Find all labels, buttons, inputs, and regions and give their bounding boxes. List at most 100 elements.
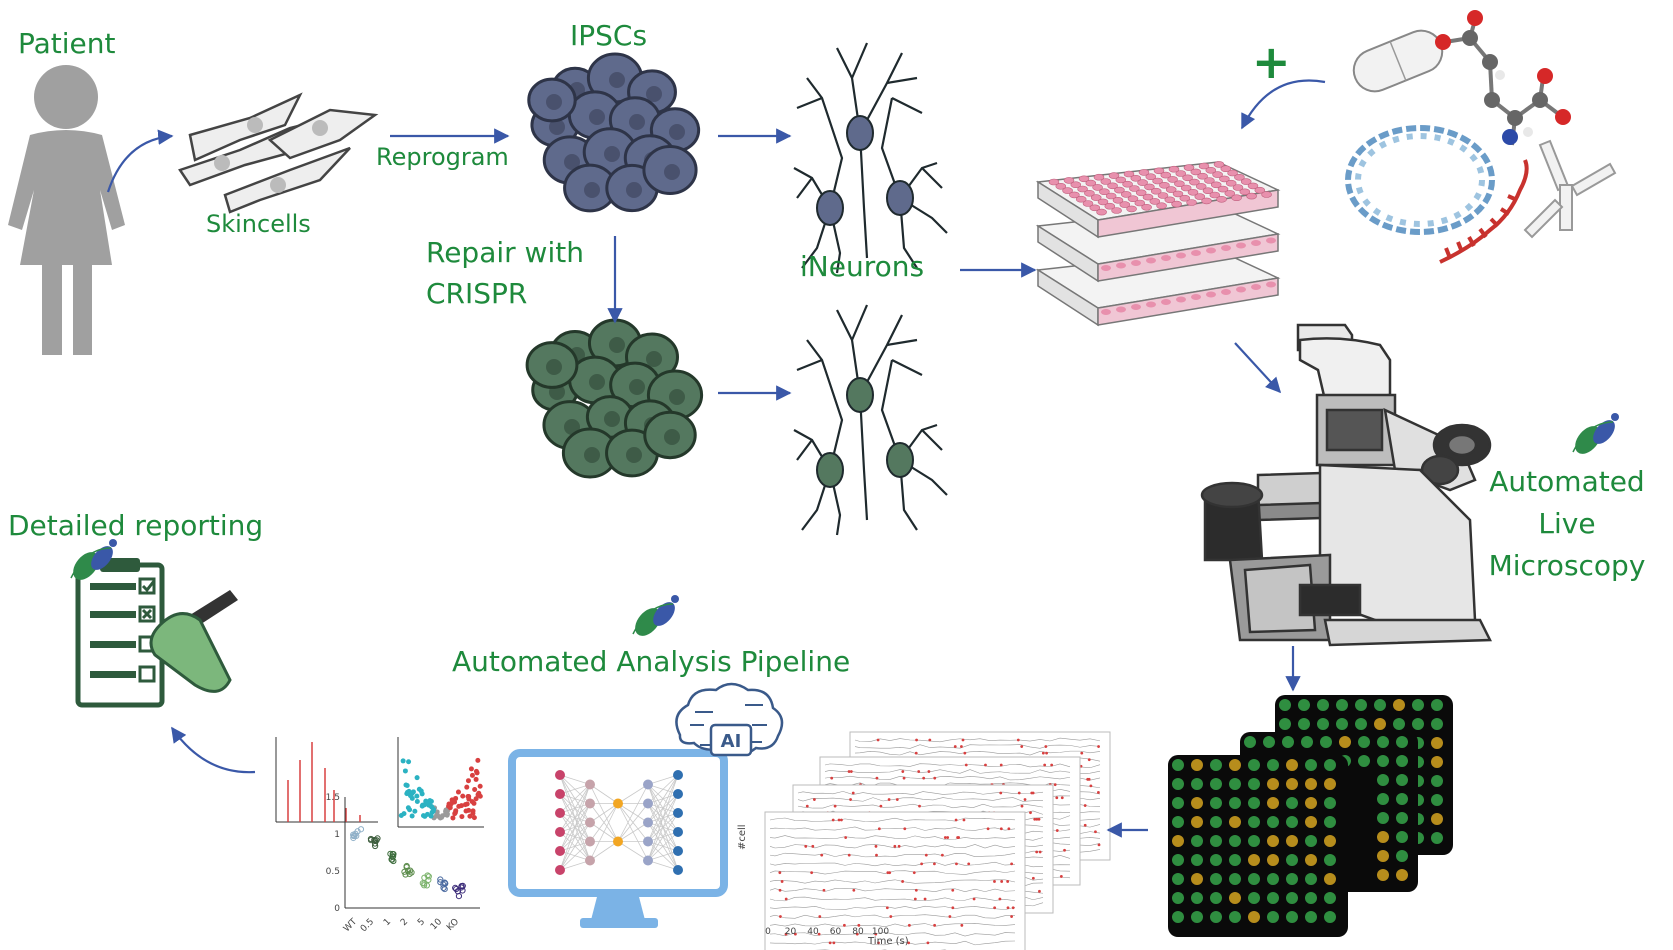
well-image [1431, 718, 1443, 730]
spike-mark [1083, 804, 1087, 807]
well [1104, 202, 1116, 210]
well-image [1396, 869, 1408, 881]
well [1131, 304, 1141, 310]
well [1164, 196, 1176, 204]
dose-point [437, 876, 444, 883]
well [1191, 250, 1201, 256]
well [1165, 186, 1177, 193]
well [1161, 299, 1171, 305]
well [1090, 194, 1102, 201]
well [1048, 178, 1060, 186]
well-image [1286, 778, 1298, 790]
spike-mark [917, 770, 921, 773]
well [1156, 202, 1167, 209]
cell-nucleus [626, 447, 642, 463]
spike-mark [1033, 817, 1037, 821]
spike-mark [1097, 843, 1101, 847]
spike-mark [1097, 745, 1100, 748]
spike-mark [1080, 751, 1084, 755]
spike-mark [1006, 880, 1010, 883]
trace-xtick: 0 [765, 927, 771, 937]
volcano-point [408, 793, 414, 799]
well-image [1210, 854, 1222, 866]
well-image [1286, 892, 1298, 904]
spike-mark [913, 897, 917, 901]
cell-nucleus [629, 379, 645, 395]
well-image [1248, 816, 1260, 828]
dose-category-label: 10 [429, 917, 444, 932]
volcano-point [428, 813, 434, 819]
trace-line [854, 750, 1101, 756]
soma [886, 442, 914, 478]
spike-mark [1010, 862, 1014, 866]
well-image [1305, 816, 1317, 828]
volcano-point [444, 812, 450, 818]
spike-mark [887, 798, 891, 801]
nn-node [673, 789, 683, 799]
spike-mark [817, 932, 821, 936]
cell [642, 145, 698, 195]
spike-mark [923, 897, 927, 901]
well-image [1377, 831, 1389, 843]
nn-node [585, 798, 595, 809]
well [1100, 178, 1112, 185]
nn-node [673, 808, 683, 818]
trace-ylabel: #cell [737, 824, 748, 850]
trace-line [854, 744, 1101, 749]
repair-label-line1: Repair with [426, 236, 584, 269]
spike-mark [999, 763, 1003, 767]
well-image [1210, 797, 1222, 809]
spike-mark [960, 745, 963, 748]
well-image [1305, 911, 1317, 923]
well-image [1298, 699, 1310, 711]
well [1187, 189, 1199, 196]
spike-mark [1038, 850, 1042, 854]
well [1217, 185, 1229, 193]
volcano-point [471, 815, 477, 821]
well-image [1229, 911, 1241, 923]
nn-node [585, 817, 595, 828]
cell-nucleus [584, 447, 600, 463]
spike-mark [877, 941, 880, 945]
spike-mark [924, 853, 928, 857]
well-image [1355, 718, 1367, 730]
spike-mark [893, 844, 897, 848]
well [1224, 190, 1236, 197]
spike-mark [847, 853, 851, 857]
well [1082, 200, 1094, 207]
trace-line [769, 923, 1016, 928]
spike-mark [1041, 751, 1045, 755]
spike-mark [780, 880, 784, 883]
spike-mark [778, 871, 782, 875]
trace-line [769, 940, 1016, 946]
volcano-point [428, 798, 434, 804]
nn-edge [647, 812, 679, 861]
volcano-point [437, 814, 443, 820]
spike-mark [1053, 783, 1057, 787]
volcano-point [464, 801, 470, 807]
logo-dot [671, 595, 679, 603]
spike-mark [1023, 798, 1027, 801]
volcano-point [453, 808, 459, 814]
spike-mark [897, 844, 901, 848]
well [1134, 199, 1146, 207]
nn-edge [647, 774, 679, 823]
spike-mark [956, 836, 960, 839]
well-image [1305, 759, 1317, 771]
spike-mark [1038, 889, 1041, 893]
nn-edge [559, 822, 591, 871]
pill-icon [1352, 29, 1444, 93]
spike-mark [946, 836, 950, 839]
dose-point [452, 884, 459, 892]
volcano-point [404, 791, 410, 797]
nn-node [555, 808, 565, 818]
well [1055, 183, 1067, 190]
well [1236, 286, 1246, 293]
spike-mark [901, 770, 905, 773]
well-image [1210, 816, 1222, 828]
well [1167, 176, 1178, 183]
well-image [1191, 854, 1203, 866]
well [1127, 195, 1139, 202]
well [1251, 284, 1261, 290]
dose-point [458, 884, 465, 891]
